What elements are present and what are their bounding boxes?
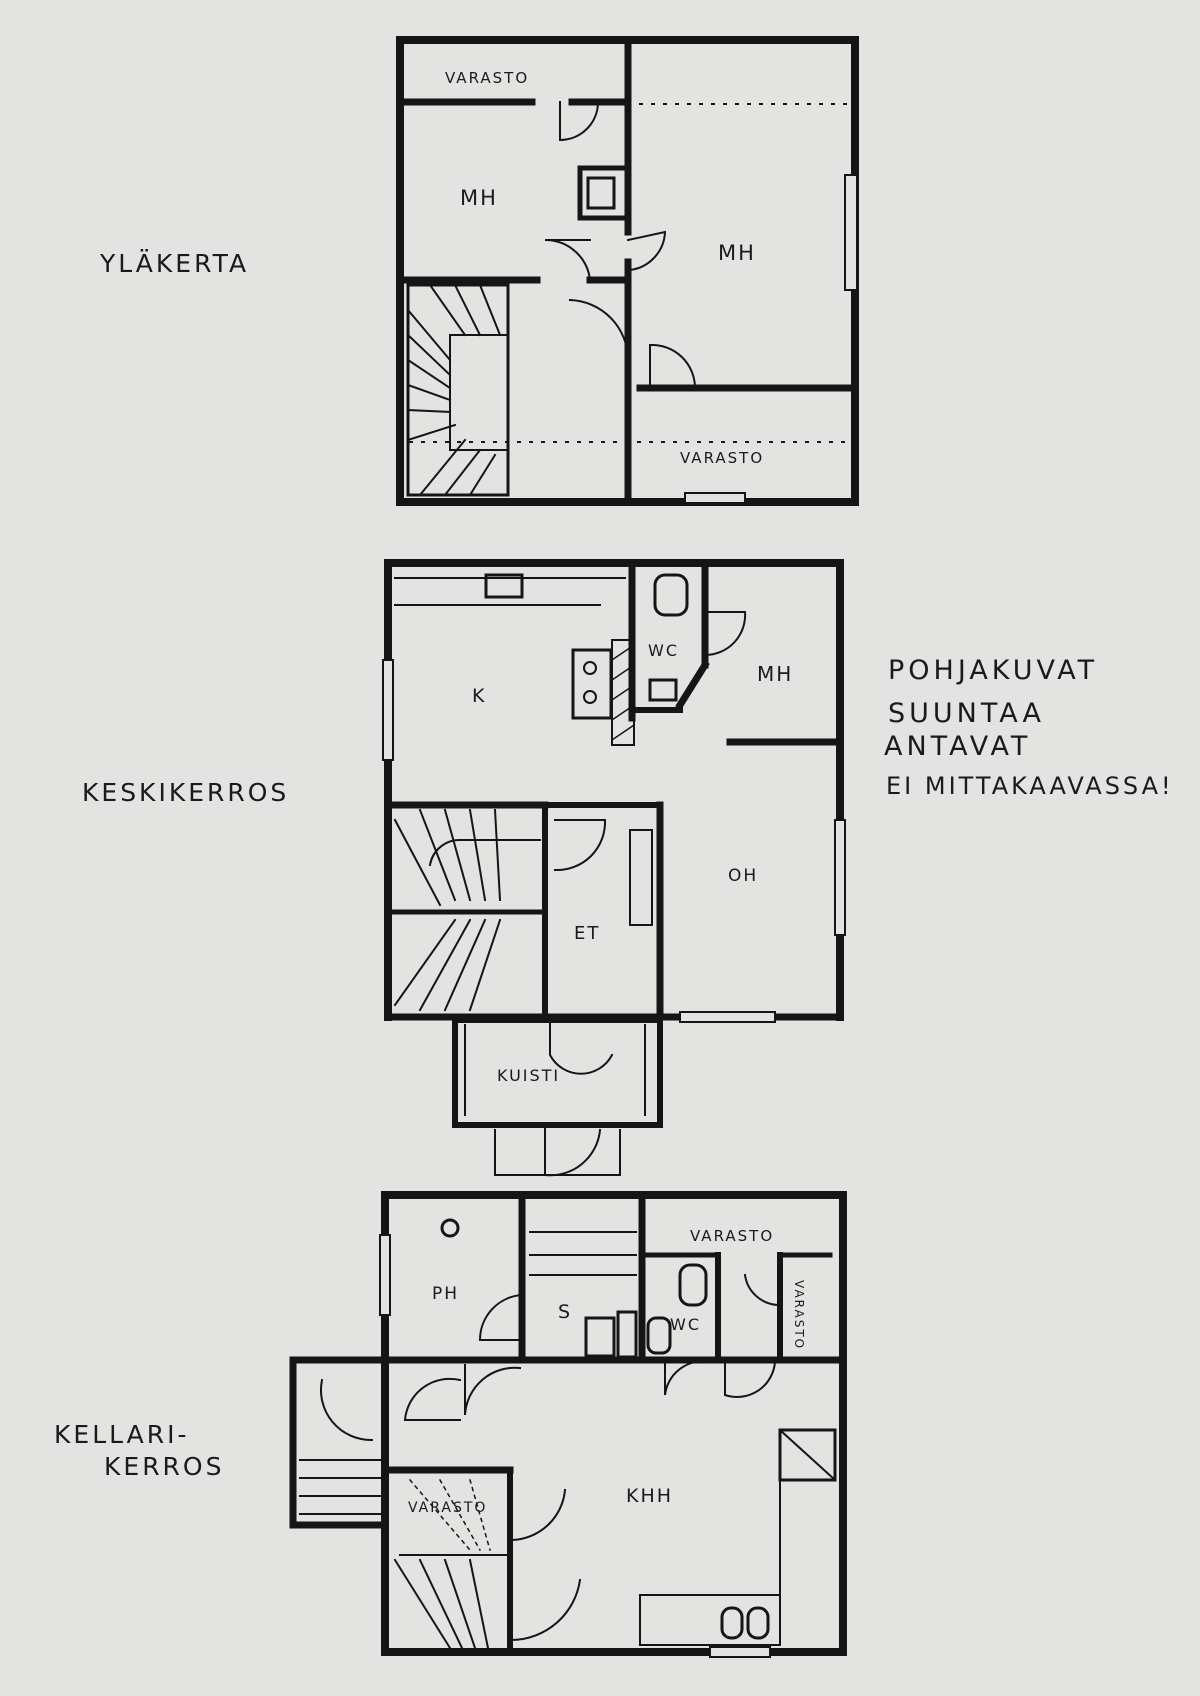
note-line-4: EI MITTAKAAVASSA! xyxy=(886,772,1174,800)
basement-floor-label-line1: KELLARI- xyxy=(54,1420,190,1449)
note-line-3: ANTAVAT xyxy=(884,731,1032,762)
upper-bedroom-right-label: MH xyxy=(718,241,756,265)
upper-floor-label: YLÄKERTA xyxy=(100,249,250,278)
basement-storage-stair-label: VARASTO xyxy=(408,1500,487,1516)
upper-storage-top-label: VARASTO xyxy=(445,69,529,87)
middle-floor-label: KESKIKERROS xyxy=(82,778,290,807)
middle-living-room-label: OH xyxy=(728,866,758,886)
upper-floor-plan: VARASTO MH MH VARASTO xyxy=(396,36,859,506)
basement-storage-side-label: VARASTO xyxy=(792,1280,806,1350)
note-line-2: SUUNTAA xyxy=(888,698,1045,729)
basement-storage-top-label: VARASTO xyxy=(690,1227,774,1245)
note-line-1: POHJAKUVAT xyxy=(888,655,1099,686)
basement-floor-plan: PH S WC VARASTO VARASTO KHH VARASTO xyxy=(289,1191,847,1658)
basement-sauna-label: S xyxy=(558,1301,572,1323)
middle-entrance-hall-label: ET xyxy=(574,923,600,944)
upper-storage-bottom-label: VARASTO xyxy=(680,449,764,467)
basement-floor-label-line2: KERROS xyxy=(104,1452,225,1481)
basement-washroom-label: PH xyxy=(432,1284,459,1304)
upper-bedroom-left-label: MH xyxy=(460,186,498,210)
middle-wc-label: WC xyxy=(648,641,679,660)
basement-wc-label: WC xyxy=(670,1315,701,1334)
middle-kitchen-label: K xyxy=(472,685,486,707)
middle-bedroom-label: MH xyxy=(757,662,793,686)
middle-floor-plan: K WC MH OH ET KUISTI xyxy=(382,559,846,1177)
middle-porch-label: KUISTI xyxy=(497,1066,560,1085)
basement-utility-room-label: KHH xyxy=(626,1485,673,1507)
